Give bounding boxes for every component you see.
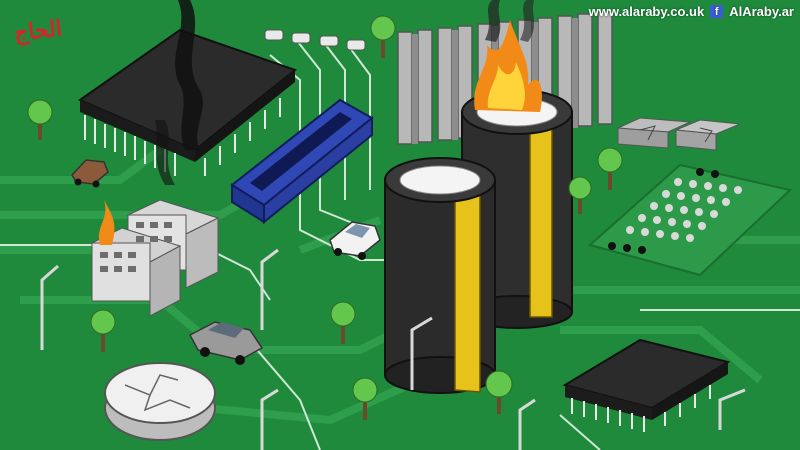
gray-component-blocks bbox=[90, 199, 220, 317]
car-white bbox=[329, 221, 381, 260]
capacitor-flame bbox=[474, 0, 542, 112]
website-url: www.alaraby.co.uk bbox=[588, 4, 705, 19]
blue-memory-slot bbox=[230, 98, 374, 225]
trees bbox=[27, 15, 623, 420]
bottom-right-chip bbox=[562, 338, 731, 432]
street-lamps bbox=[40, 248, 746, 450]
led-row bbox=[264, 29, 366, 51]
source-credit: www.alaraby.co.uk f AlAraby.ar bbox=[589, 4, 794, 19]
car-brown bbox=[71, 159, 109, 188]
front-capacitor bbox=[384, 157, 496, 394]
cracked-chip-pair bbox=[616, 117, 741, 151]
coin-battery bbox=[104, 362, 216, 441]
facebook-icon: f bbox=[710, 5, 724, 18]
cartoonist-signature: الحاج bbox=[12, 15, 64, 47]
pin-socket-grid bbox=[587, 163, 793, 277]
facebook-handle: AlAraby.ar bbox=[729, 4, 794, 19]
car-gray bbox=[188, 321, 264, 365]
black-smoke-plume bbox=[155, 0, 203, 185]
